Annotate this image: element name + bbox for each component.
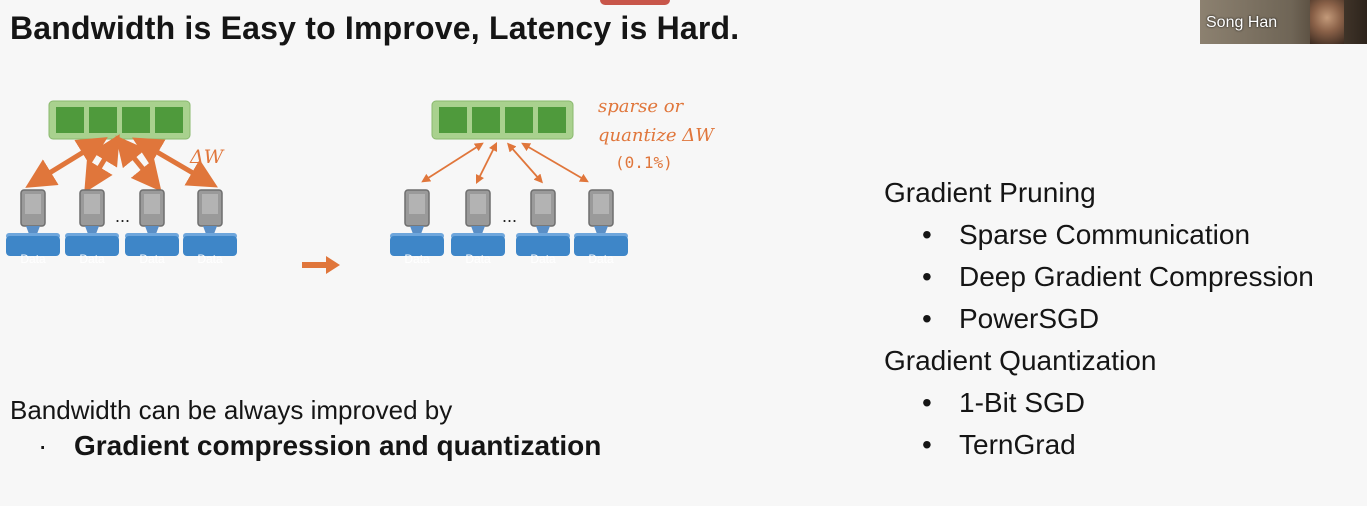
list-item: • Deep Gradient Compression — [884, 259, 1314, 301]
left-data-label-2: Data — [79, 252, 105, 266]
right-thin-arrows — [421, 141, 589, 185]
left-data-label-1: Data — [20, 252, 46, 266]
list-item: • 1-Bit SGD — [884, 385, 1314, 427]
title-accent-bar — [600, 0, 670, 5]
bandwidth-bullet-text: Gradient compression and quantization — [74, 430, 602, 461]
list-item: • Sparse Communication — [884, 217, 1314, 259]
gradient-quantization-heading: Gradient Quantization — [884, 345, 1157, 376]
list-item-text: PowerSGD — [959, 303, 1100, 334]
percent-annotation: (0.1%) — [615, 153, 673, 172]
bullet-icon: • — [922, 387, 932, 418]
bullet-icon: • — [922, 261, 932, 292]
bullet-icon: • — [922, 429, 932, 460]
left-parameter-server — [48, 100, 191, 140]
sparse-or-annotation: sparse or — [598, 96, 685, 117]
left-data-label-4: Data — [197, 252, 223, 266]
right-data-label-2: Data — [465, 252, 491, 266]
bandwidth-statement: Bandwidth can be always improved by — [10, 395, 453, 425]
presenter-name: Song Han — [1206, 14, 1278, 31]
bandwidth-bullet: · Gradient compression and quantization — [38, 430, 601, 462]
right-data-label-1: Data — [404, 252, 430, 266]
bullet-icon: • — [922, 219, 932, 250]
bullet-icon: • — [922, 303, 932, 334]
list-item-text: Deep Gradient Compression — [959, 261, 1314, 292]
bullet-dot-icon: · — [38, 430, 48, 461]
left-thick-arrows — [25, 134, 218, 193]
list-item-text: TernGrad — [959, 429, 1076, 460]
transition-arrow-icon — [302, 256, 340, 274]
techniques-list: Gradient Pruning • Sparse Communication •… — [884, 175, 1314, 469]
right-ellipsis: ... — [502, 206, 517, 226]
list-item: • PowerSGD — [884, 301, 1314, 343]
gradient-pruning-heading: Gradient Pruning — [884, 177, 1096, 208]
list-item: • TernGrad — [884, 427, 1314, 469]
right-parameter-server — [431, 100, 574, 140]
presenter-video-feed — [1310, 0, 1344, 44]
right-data-label-3: Data — [530, 252, 556, 266]
left-ellipsis: ... — [115, 206, 130, 226]
presenter-video-tile[interactable]: Song Han — [1200, 0, 1367, 44]
list-item-text: 1-Bit SGD — [959, 387, 1086, 418]
right-data-label-4: Data — [588, 252, 614, 266]
left-data-label-3: Data — [139, 252, 165, 266]
list-item-text: Sparse Communication — [959, 219, 1251, 250]
left-delta-w-label: ΔW — [189, 146, 225, 168]
slide-title: Bandwidth is Easy to Improve, Latency is… — [10, 10, 740, 46]
parameter-server-diagram: ΔW ... Data Data Data Data sparse or qua… — [5, 96, 715, 274]
quantize-annotation: quantize ΔW — [598, 125, 715, 146]
